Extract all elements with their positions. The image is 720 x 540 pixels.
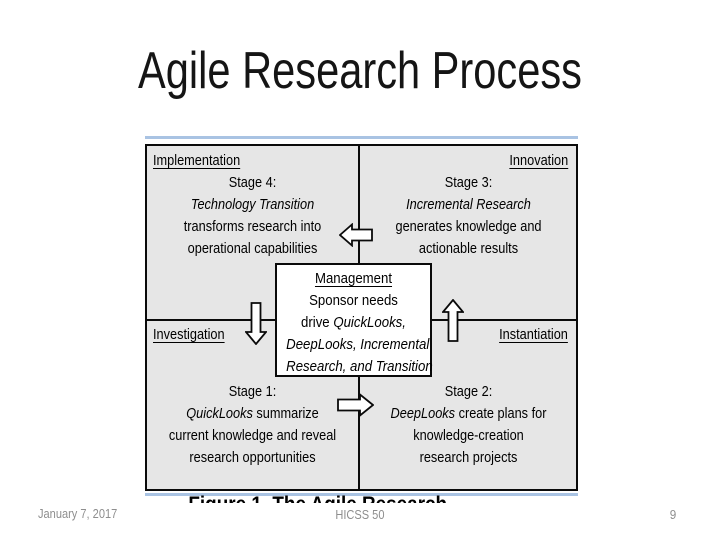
stage-line: operational capabilities: [187, 240, 318, 257]
management-box: Management Sponsor needs drive QuickLook…: [275, 263, 433, 377]
figure-caption-clipped: Figure 1. The Agile Research: [0, 494, 636, 503]
stage-line: Incremental Research: [406, 196, 531, 213]
slide-title: Agile Research Process: [138, 42, 582, 100]
management-line: drive QuickLooks,: [301, 314, 406, 331]
flow-arrow-down-icon: [245, 302, 267, 345]
management-line: Sponsor needs: [309, 292, 398, 309]
flow-arrow-up-icon: [442, 299, 464, 342]
stage-line: DeepLooks create plans for: [390, 405, 547, 422]
stage-line: knowledge-creation: [413, 427, 524, 444]
stage-line: Stage 3:: [444, 174, 493, 191]
stage-line: generates knowledge and: [395, 218, 542, 235]
stage-3-text: Stage 3: Incremental Research generates …: [379, 172, 558, 260]
stage-4-text: Stage 4: Technology Transition transform…: [163, 172, 342, 260]
flow-arrow-left-icon: [339, 223, 373, 247]
flow-arrow-right-icon: [337, 393, 374, 417]
stage-2-text: Stage 2: DeepLooks create plans for know…: [379, 381, 558, 469]
footer-conference: HICSS 50: [335, 507, 385, 522]
label-instantiation: Instantiation: [499, 326, 568, 343]
figure-top-rule: [145, 136, 578, 139]
stage-line: Stage 1:: [228, 383, 277, 400]
stage-line: QuickLooks summarize: [186, 405, 319, 422]
label-innovation: Innovation: [509, 152, 568, 169]
footer-date: January 7, 2017: [38, 506, 118, 521]
stage-line: Stage 2:: [444, 383, 493, 400]
management-line: Research, and Transition: [286, 358, 433, 375]
stage-1-text: Stage 1: QuickLooks summarize current kn…: [163, 381, 342, 469]
figure-image: Implementation Innovation Investigation …: [145, 136, 578, 496]
management-label: Management: [314, 270, 393, 287]
quadrant-diagram: Implementation Innovation Investigation …: [145, 144, 578, 491]
stage-line: transforms research into: [183, 218, 322, 235]
management-line: DeepLooks, Incremental: [286, 336, 430, 353]
footer-page-number: 9: [669, 507, 676, 522]
stage-line: actionable results: [418, 240, 519, 257]
stage-line: research projects: [419, 449, 518, 466]
figure-bottom-rule: [145, 493, 578, 496]
stage-line: Technology Transition: [190, 196, 315, 213]
label-implementation: Implementation: [153, 152, 241, 169]
label-investigation: Investigation: [153, 326, 225, 343]
stage-line: research opportunities: [189, 449, 316, 466]
stage-line: current knowledge and reveal: [168, 427, 337, 444]
stage-line: Stage 4:: [228, 174, 277, 191]
